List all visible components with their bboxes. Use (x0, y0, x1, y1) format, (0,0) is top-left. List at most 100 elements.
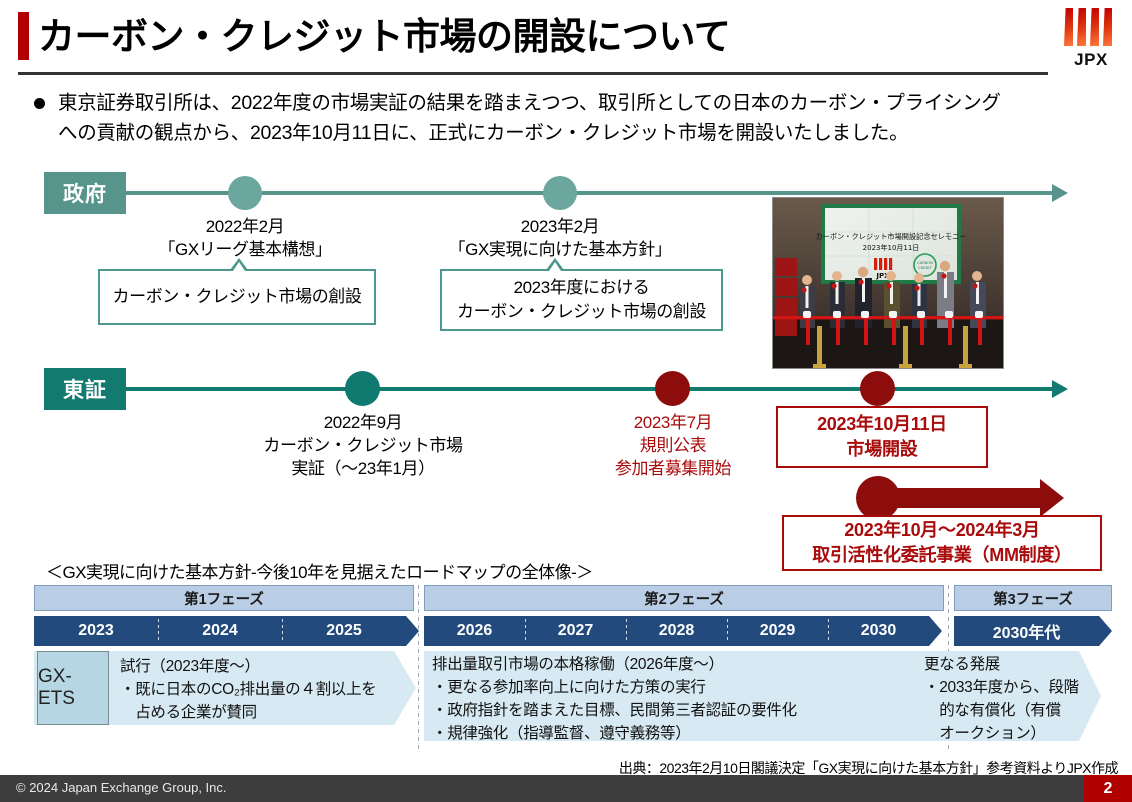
roadmap-year-band-phase2 (424, 616, 929, 646)
roadmap-year-2024: 2024 (158, 616, 282, 646)
ceremony-photo: カーボン・クレジット市場開設記念セレモニー 2023年10月11日 JPX CA… (772, 197, 1004, 369)
svg-text:CREDIT: CREDIT (918, 266, 932, 270)
jpx-logo: JPX (1060, 8, 1122, 70)
roadmap-cell-phase3-text: 更なる発展 ・2033年度から、段階 的な有償化（有償 オークション） (924, 653, 1089, 745)
callout-gov-2023-02-line-1: 2023年度における (513, 278, 650, 297)
callout-tail-gov-2022-02-inner-icon (233, 262, 245, 271)
timeline-marker-gov-2023-02 (543, 176, 577, 210)
roadmap-cell-phase1-arrowhead-icon (394, 651, 416, 725)
roadmap-cell-phase3-bullet-2: 的な有償化（有償 (924, 702, 1061, 719)
roadmap-year-2027: 2027 (525, 616, 626, 646)
timeline-label-exchange-text: 東証 (63, 379, 107, 402)
timeline-caption-gov-2023-02: 2023年2月 「GX実現に向けた基本方針」 (425, 215, 695, 261)
roadmap-year-2024-label: 2024 (202, 622, 238, 639)
timeline-axis-exchange (126, 387, 1052, 391)
svg-text:カーボン・クレジット市場開設記念セレモニー: カーボン・クレジット市場開設記念セレモニー (816, 232, 967, 241)
redbox-market-opening: 2023年10月11日 市場開設 (776, 406, 988, 468)
roadmap-cell-phase1-heading: 試行（2023年度～） (120, 658, 260, 675)
roadmap-source-note: 出典：2023年2月10日閣議決定「GX実現に向けた基本方針」参考資料よりJPX… (618, 760, 1119, 776)
roadmap-phase-header-2: 第2フェーズ (424, 585, 944, 611)
roadmap-year-2023-label: 2023 (78, 622, 114, 639)
roadmap-year-2025-label: 2025 (326, 622, 362, 639)
redbox-mm-program-line-1: 2023年10月～2024年3月 (844, 520, 1040, 540)
roadmap-cell-phase3-arrowhead-icon (1079, 651, 1101, 741)
roadmap-phase-separator-1 (418, 585, 419, 753)
roadmap-cell-phase1-bullet-1: ・既に日本のCO₂排出量の４割以上を (120, 681, 377, 698)
tse-event-0-line-3: 実証（～23年1月） (291, 459, 435, 478)
roadmap-phase-header-3: 第3フェーズ (954, 585, 1112, 611)
roadmap-cell-phase2-bullet-3: ・規律強化（指導監督、遵守義務等） (432, 725, 691, 742)
roadmap-year-band-phase3-notch-icon (1099, 616, 1112, 646)
page-number-text: 2 (1103, 779, 1113, 797)
roadmap-year-2027-label: 2027 (557, 622, 594, 639)
roadmap-year-band-phase2-notch-icon (929, 616, 942, 646)
svg-text:CARBON: CARBON (917, 261, 933, 265)
roadmap-phase-header-1-label: 第1フェーズ (184, 591, 264, 608)
roadmap-cell-phase1-text: 試行（2023年度～） ・既に日本のCO₂排出量の４割以上を 占める企業が賛同 (120, 655, 400, 724)
title-accent-bar (18, 12, 29, 60)
gov-event-1-date: 2023年2月 (520, 217, 600, 236)
intro-bullet-line-1: 東京証券取引所は、2022年度の市場実証の結果を踏まえつつ、取引所としての日本の… (58, 92, 1001, 114)
tse-event-1-line-3: 参加者募集開始 (614, 459, 732, 478)
timeline-caption-tse-2022-09: 2022年9月 カーボン・クレジット市場 実証（～23年1月） (243, 411, 483, 480)
redbox-mm-program: 2023年10月～2024年3月 取引活性化委託事業（MM制度） (782, 515, 1102, 571)
timeline-arrowhead-exchange-icon (1052, 380, 1068, 398)
roadmap-year-divider-1 (158, 619, 159, 643)
slide-header: カーボン・クレジット市場の開設について (0, 0, 1132, 78)
roadmap-phase-header-2-label: 第2フェーズ (644, 591, 724, 608)
roadmap-year-2030s-label: 2030年代 (992, 625, 1061, 642)
jpx-logo-bars-icon (1064, 8, 1118, 48)
redbox-mm-program-line-2: 取引活性化委託事業（MM制度） (812, 545, 1072, 565)
timeline-label-government: 政府 (44, 172, 126, 214)
roadmap-cell-phase3-body (914, 651, 1101, 741)
callout-gov-2022-02: カーボン・クレジット市場の創設 (98, 269, 376, 325)
roadmap-year-divider-4 (626, 619, 627, 643)
roadmap-year-2029-label: 2029 (759, 622, 796, 639)
svg-text:JPX: JPX (875, 272, 890, 280)
timeline-marker-tse-2023-10 (860, 371, 895, 406)
roadmap-cell-phase2-heading: 排出量取引市場の本格稼働（2026年度～） (432, 656, 724, 673)
roadmap-year-2029: 2029 (727, 616, 828, 646)
roadmap-phase-header-1: 第1フェーズ (34, 585, 414, 611)
roadmap-year-2028: 2028 (626, 616, 727, 646)
redbox-market-opening-line-1: 2023年10月11日 (817, 414, 947, 434)
callout-gov-2023-02: 2023年度における カーボン・クレジット市場の創設 (440, 269, 723, 331)
mm-program-arrow-shaft (890, 488, 1042, 508)
bullet-dot-icon (34, 98, 45, 109)
intro-bullet-line-2: への貢献の観点から、2023年10月11日に、正式にカーボン・クレジット市場を開… (58, 122, 909, 144)
redbox-market-opening-line-2: 市場開設 (846, 439, 918, 459)
footer-copyright: © 2024 Japan Exchange Group, Inc. (16, 780, 227, 795)
roadmap-year-divider-3 (525, 619, 526, 643)
roadmap-year-2030s: 2030年代 (954, 616, 1099, 646)
roadmap-cell-phase2-bullet-1: ・更なる参加率向上に向けた方策の実行 (432, 679, 706, 696)
roadmap-row-label-gx-ets: GX-ETS (37, 651, 109, 725)
timeline-caption-gov-2022-02: 2022年2月 「GXリーグ基本構想」 (125, 215, 365, 261)
tse-event-0-date: 2022年9月 (323, 413, 403, 432)
header-divider (18, 72, 1048, 75)
roadmap-phase-header-3-label: 第3フェーズ (993, 591, 1073, 608)
jpx-logo-text: JPX (1074, 50, 1108, 69)
roadmap-year-2028-label: 2028 (658, 622, 695, 639)
roadmap-year-band-phase1 (34, 616, 406, 646)
timeline-label-exchange: 東証 (44, 368, 126, 410)
mm-program-arrow-head-icon (1040, 479, 1064, 517)
tse-event-0-line-2: カーボン・クレジット市場 (263, 436, 463, 455)
roadmap-year-2023: 2023 (34, 616, 158, 646)
roadmap-cell-phase1-bullet-2: 占める企業が賛同 (120, 704, 257, 721)
svg-text:2023年10月11日: 2023年10月11日 (863, 243, 920, 252)
roadmap-year-2026: 2026 (424, 616, 525, 646)
callout-gov-2023-02-line-2: カーボン・クレジット市場の創設 (457, 302, 706, 321)
roadmap-year-band-phase3 (954, 616, 1099, 646)
roadmap-cell-phase3-bullet-1: ・2033年度から、段階 (924, 679, 1079, 696)
roadmap-cell-phase2-text: 排出量取引市場の本格稼働（2026年度～） ・更なる参加率向上に向けた方策の実行… (432, 653, 912, 745)
roadmap-year-divider-6 (828, 619, 829, 643)
roadmap-cell-phase2-body (424, 651, 936, 741)
timeline-marker-tse-2023-07 (655, 371, 690, 406)
roadmap-row-label-gx-ets-text: GX-ETS (38, 666, 75, 709)
roadmap-year-2030: 2030 (828, 616, 929, 646)
roadmap-year-2026-label: 2026 (456, 622, 493, 639)
roadmap-year-2030-label: 2030 (860, 622, 897, 639)
timeline-arrowhead-government-icon (1052, 184, 1068, 202)
ceremony-photo-illustration-icon: カーボン・クレジット市場開設記念セレモニー 2023年10月11日 JPX CA… (773, 198, 1003, 368)
